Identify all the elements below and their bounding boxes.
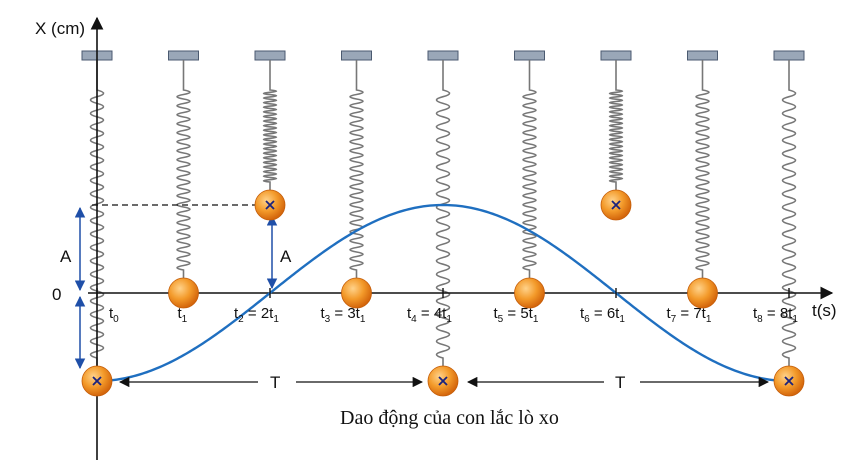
mass-center-mark [265,200,275,210]
mass-center-mark [611,200,621,210]
origin-label: 0 [52,285,61,304]
oscillation-curve [96,203,790,383]
mass-center-mark [92,376,102,386]
caption: Dao động của con lắc lò xo [340,407,559,429]
spring-coil [262,60,278,192]
amplitude-label-left: A [60,247,72,266]
y-axis-label: X (cm) [35,19,85,38]
spring-coil [522,60,537,280]
mass-center-mark [784,376,794,386]
period-label-2: T [615,373,625,392]
mass-center-mark [438,376,448,386]
spring-support [687,50,718,61]
spring-support [168,50,199,61]
spring-support [773,50,805,61]
spring-coil [435,60,451,368]
time-label: t2 = 2t1 [234,305,279,325]
masses-group [81,189,805,397]
mass-ball [168,277,199,309]
spring-coil [781,60,797,368]
spring-support [514,50,545,61]
spring-support [254,50,286,61]
time-label: t1 [178,305,188,325]
mass-ball [514,277,545,309]
time-label: t7 = 7t1 [667,305,712,325]
mass-ball [687,277,718,309]
spring-coil [608,60,624,192]
spring-coil [176,60,191,280]
time-label: t6 = 6t1 [580,305,625,325]
time-label: t4 = 4t1 [407,305,452,325]
x-axis-label: t(s) [812,301,837,320]
time-label: t3 = 3t1 [321,305,366,325]
springs-group [81,50,805,368]
time-label: t8 = 8t1 [753,305,798,325]
spring-support [600,50,632,61]
spring-support [341,50,372,61]
time-ticks: t0 t1 t2 = 2t1 t3 = 3t1 t4 = 4t1 t5 = 5t1 t6 =… [96,288,798,325]
time-label: t0 [109,305,119,325]
spring-coil [349,60,364,280]
period-label-1: T [270,373,280,392]
mass-ball [341,277,372,309]
spring-support [427,50,459,61]
amplitude-label-peak: A [280,247,292,266]
time-label: t5 = 5t1 [494,305,539,325]
spring-coil [695,60,710,280]
